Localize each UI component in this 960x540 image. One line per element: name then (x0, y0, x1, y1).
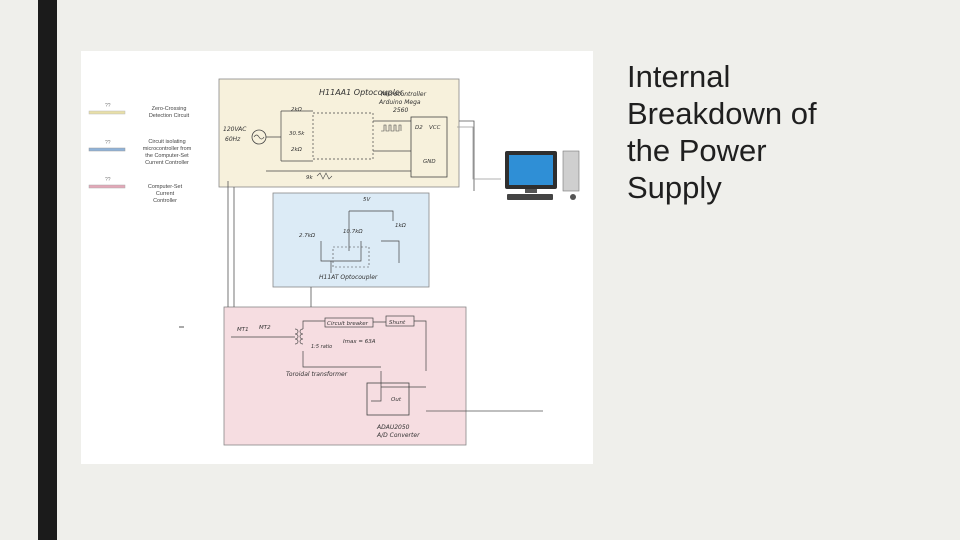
legend-swatch (88, 147, 126, 152)
adc-label-line: A/D Converter (376, 432, 420, 439)
legend-swatch (88, 110, 126, 115)
computer-icon (505, 150, 580, 200)
zero-crossing-background (218, 78, 460, 188)
diagram-panel: ?? Zero-Crossing Detection Circuit ?? Ci… (81, 51, 593, 464)
adc-label-line: ADAU2050 (376, 424, 410, 431)
controller-block: MT1 MT2 Circuit breaker Shunt Imax = 63A… (223, 306, 467, 446)
monitor-screen (509, 155, 553, 185)
legend-swatch (88, 184, 126, 189)
shunt-label: Shunt (389, 320, 406, 326)
title-line: Breakdown of (627, 96, 817, 131)
resistor-label: 2kΩ (291, 107, 303, 113)
resistor-label: 30.5k (289, 131, 305, 137)
adc-out-label: Out (391, 397, 402, 403)
isolation-block: 5V 10.7kΩ 1kΩ 2.7kΩ H11AT Optocoupler (272, 192, 430, 288)
legend-label-line: Detection Circuit (149, 113, 190, 119)
pulse-train (381, 124, 402, 132)
legend-label-line: Circuit isolating (148, 139, 185, 145)
legend-item-zero-crossing: ?? Zero-Crossing Detection Circuit (88, 103, 190, 119)
mains-label: 60Hz (225, 136, 241, 143)
triac-terminal: MT1 (237, 327, 249, 333)
mains-label: 120VAC (223, 126, 247, 133)
tower (562, 150, 580, 192)
inter-block-wires (227, 120, 543, 412)
legend-lead: ?? (105, 177, 111, 183)
supply-label: 5V (363, 197, 371, 203)
legend: ?? Zero-Crossing Detection Circuit ?? Ci… (88, 103, 192, 204)
pin-label: GND (423, 159, 436, 165)
isolation-opto-chip (332, 246, 370, 268)
legend-label-line: Controller (153, 198, 177, 204)
legend-label-line: Zero-Crossing (152, 106, 187, 112)
bottom-resistor-label: 9k (306, 175, 313, 181)
isolation-wires (320, 210, 400, 273)
optocoupler-title: H11AA1 Optocoupler (319, 88, 404, 97)
legend-label-line: Computer-Set (148, 184, 183, 190)
title-line: Internal (627, 59, 731, 94)
mcu-chip (410, 116, 448, 178)
left-accent-bar (38, 0, 57, 540)
mcu-label-line: Arduino Mega (378, 99, 421, 106)
transformer-coils (294, 328, 304, 345)
mcu-label-line: Microcontroller (381, 91, 427, 98)
legend-lead: ?? (105, 103, 111, 109)
max-current-label: Imax = 63A (343, 339, 376, 345)
legend-label-line: microcontroller from (143, 146, 192, 152)
legend-item-isolation: ?? Circuit isolating microcontroller fro… (88, 139, 192, 166)
bottom-resistor (316, 172, 333, 180)
computer-link-wire (457, 126, 501, 180)
zero-crossing-block: H11AA1 Optocoupler Microcontroller Ardui… (218, 78, 460, 188)
resistor-label: 1kΩ (395, 223, 407, 229)
mcu-label-line: 2560 (393, 107, 408, 114)
optocoupler-chip (312, 112, 374, 160)
keyboard (507, 194, 553, 200)
circuit-wires (266, 110, 411, 172)
title-line: Supply (627, 170, 722, 205)
legend-label-line: Current Controller (145, 160, 189, 166)
resistor-label: 2kΩ (291, 147, 303, 153)
isolation-background (272, 192, 430, 288)
transformer-label: Toroidal transformer (286, 371, 348, 378)
pin-label: VCC (429, 125, 441, 131)
monitor-stand (525, 189, 537, 193)
resistor-label: 10.7kΩ (343, 229, 363, 235)
title-line: the Power (627, 133, 767, 168)
slide-title: Internal Breakdown of the Power Supply (627, 58, 927, 206)
opto-label: H11AT Optocoupler (319, 274, 378, 281)
legend-label-line: Current (156, 191, 175, 197)
legend-label-line: the Computer-Set (145, 153, 189, 159)
legend-item-controller: ?? Computer-Set Current Controller (88, 177, 183, 204)
pin-label: D2 (415, 125, 423, 131)
triac-terminal: MT2 (259, 325, 271, 331)
resistor-label: 2.7kΩ (299, 233, 316, 239)
controller-wires (231, 320, 427, 402)
adc-chip (366, 382, 410, 416)
power-supply-diagram: ?? Zero-Crossing Detection Circuit ?? Ci… (88, 78, 580, 446)
legend-lead: ?? (105, 140, 111, 146)
mouse (570, 194, 576, 200)
ac-wave (253, 134, 265, 140)
circuit-breaker-label: Circuit breaker (327, 321, 369, 327)
circuit-breaker-box (324, 317, 374, 328)
turns-ratio-label: 1:5 ratio (311, 344, 332, 350)
